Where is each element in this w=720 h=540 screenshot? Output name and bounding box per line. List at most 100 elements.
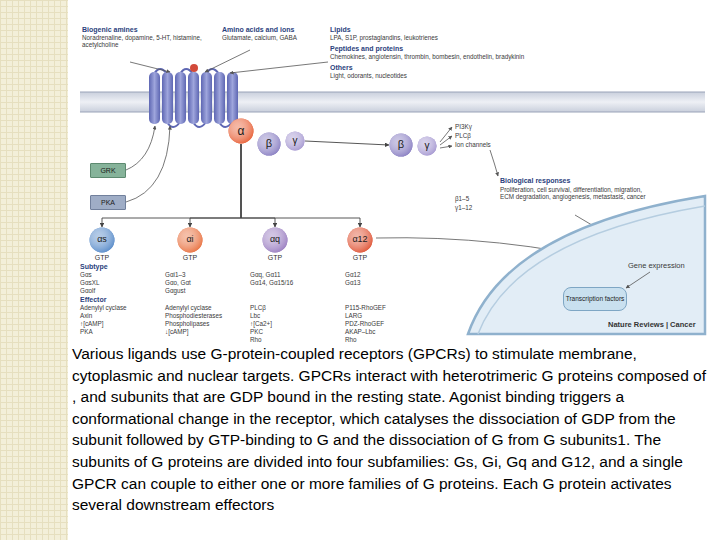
caption-text: Various ligands use G-protein-coupled re… <box>72 343 714 516</box>
text-label: AKAP–Lbc <box>345 328 435 335</box>
text-label: Light, odorants, nucleotides <box>330 72 530 79</box>
text-label: Chemokines, angiotensin, thrombin, bombe… <box>330 53 550 60</box>
text-label: Gαolf <box>80 287 170 294</box>
effector-arrow <box>440 136 452 145</box>
text-label: ↓[cAMP] <box>165 328 255 335</box>
alpha-subtype: αqGTP <box>262 227 288 253</box>
circle-shine <box>417 136 436 155</box>
text-label: Adenylyl cyclase <box>80 304 170 311</box>
node-sublabel: GTP <box>165 254 215 261</box>
heading-label: Peptides and proteins <box>330 45 530 53</box>
heading-label: Lipids <box>330 26 530 34</box>
circle-fill <box>348 228 373 253</box>
connector-arrow <box>102 144 241 227</box>
text-label: Ion channels <box>455 141 515 148</box>
feedback-arrow <box>126 126 155 170</box>
node-label: PKA <box>101 199 115 206</box>
receptor-helix <box>227 72 238 124</box>
text-label: Gα14, Gα15/16 <box>250 279 340 286</box>
text-label: Proliferation, cell survival, differenti… <box>500 186 650 200</box>
circle-shine <box>263 228 288 253</box>
gamma-subunit: γ <box>285 131 305 151</box>
ligand-arrow <box>230 62 328 73</box>
text-label: Glutamate, calcium, GABA <box>222 34 322 41</box>
circle-fill <box>285 131 304 150</box>
text-label: PLCβ <box>455 132 515 139</box>
heading-label: Subtype <box>80 263 140 271</box>
signal-arrow <box>626 272 650 288</box>
alpha-subunit: α <box>228 118 254 144</box>
text-label: PKC <box>250 328 340 335</box>
ligand-arrow <box>205 50 250 72</box>
text-label: Rho <box>345 336 435 343</box>
circle-shine <box>229 119 254 144</box>
text-label: LPA, S1P, prostaglandins, leukotrienes <box>330 34 530 41</box>
membrane-edge <box>80 112 705 113</box>
kinase-box: GRK <box>90 163 126 178</box>
circle-fill <box>257 132 280 155</box>
text-label: ↑[cAMP] <box>80 320 170 327</box>
response-arrow <box>490 150 498 176</box>
circle-fill <box>263 228 288 253</box>
circle-fill <box>389 133 412 156</box>
text-label: Phospholipases <box>165 320 255 327</box>
connector-arrow <box>190 144 241 227</box>
connector-arrow <box>241 144 275 227</box>
kinase-box: PKA <box>90 195 126 210</box>
transcription-box: Transcription factors <box>563 287 627 311</box>
slide-stripe <box>0 0 68 540</box>
text-label: Gαs <box>80 271 170 278</box>
connector-arrow <box>241 144 360 227</box>
ligand-arrow <box>130 62 170 72</box>
text-label: GαsXL <box>80 279 170 286</box>
node-label: GRK <box>100 167 115 174</box>
text-label: Phosphodiesterases <box>165 312 255 319</box>
text-label: P115-RhoGEF <box>345 304 435 311</box>
receptor-loop <box>154 69 232 127</box>
text-label: Gαgust <box>165 287 255 294</box>
node-label: α <box>238 125 245 138</box>
text-label: PLCβ <box>250 304 340 311</box>
alpha-subtype: αiGTP <box>177 227 203 253</box>
heading-label: Amino acids and ions <box>222 26 322 34</box>
receptor-helix <box>175 72 186 124</box>
heading-label: Effector <box>80 296 140 304</box>
text-label: Lbc <box>250 312 340 319</box>
receptor-helix <box>188 72 199 124</box>
text-label: Gαq, Gα11 <box>250 271 340 278</box>
receptor-helix <box>162 72 173 124</box>
node-label: αs <box>97 235 107 244</box>
node-label: α12 <box>352 235 367 244</box>
node-label: β <box>266 138 272 150</box>
receptor-helix <box>149 72 160 124</box>
text-label: Gα12 <box>345 271 435 278</box>
receptor-helix <box>201 72 212 124</box>
membrane-edge <box>80 92 705 93</box>
circle-fill <box>90 228 115 253</box>
ligand-symbol <box>190 64 198 72</box>
circle-fill <box>229 119 254 144</box>
receptor-helix <box>214 72 225 124</box>
node-label: β <box>398 139 404 151</box>
node-label: αi <box>186 235 193 244</box>
cell-membrane <box>80 92 705 112</box>
node-sublabel: GTP <box>77 254 127 261</box>
gamma-subunit: γ <box>417 136 437 156</box>
heading-label: Biological responses <box>500 177 660 185</box>
circle-fill <box>417 136 436 155</box>
text-label: β1–5 <box>455 195 495 202</box>
alpha-subtype: αsGTP <box>89 227 115 253</box>
heading-label: Nature Reviews | Cancer <box>608 321 708 329</box>
text-label: Axin <box>80 312 170 319</box>
text-label: LARG <box>345 312 435 319</box>
node-sublabel: GTP <box>250 254 300 261</box>
text-label: PKA <box>80 328 170 335</box>
feedback-arrow <box>126 126 170 202</box>
circle-shine <box>348 228 373 253</box>
beta-subunit: β <box>257 132 281 156</box>
circle-shine <box>285 131 304 150</box>
node-label: γ <box>293 136 298 147</box>
text-label: Gαi1–3 <box>165 271 255 278</box>
text-label: Gαo, Gαt <box>165 279 255 286</box>
